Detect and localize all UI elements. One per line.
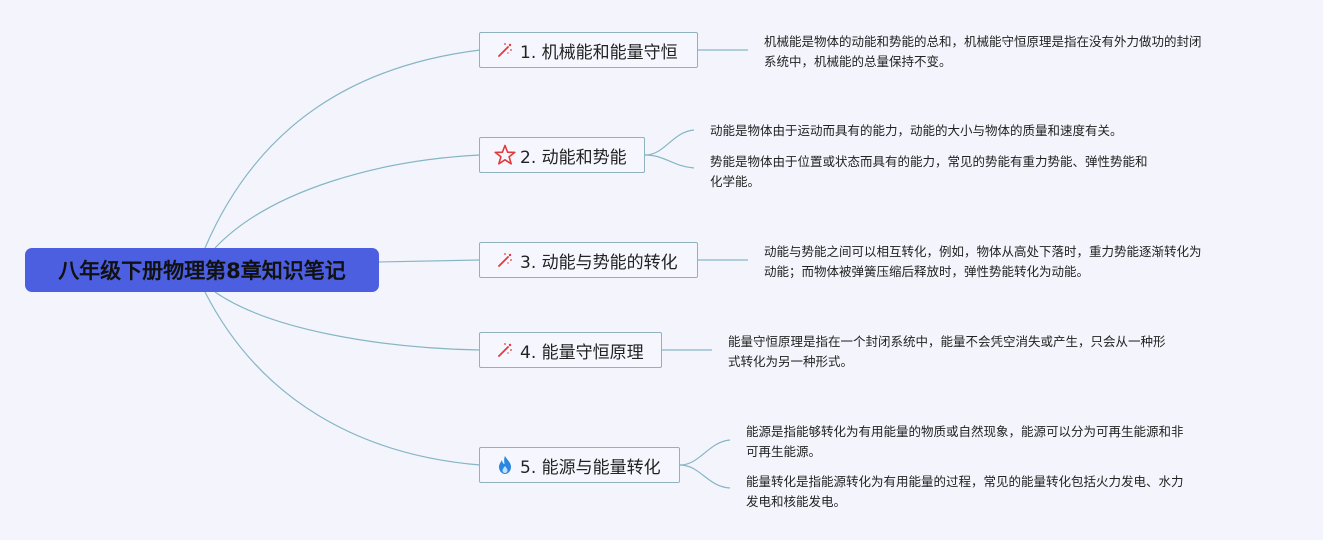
branch-line-1 xyxy=(204,49,481,249)
note-5b: 能量转化是指能源转化为有用能量的过程，常见的能量转化包括火力发电、水力 发电和核… xyxy=(746,472,1184,512)
topic-node-1[interactable]: 1. 机械能和能量守恒 xyxy=(479,32,698,68)
note-1: 机械能是物体的动能和势能的总和，机械能守恒原理是指在没有外力做功的封闭 系统中，… xyxy=(764,32,1202,72)
note-5b-line-1: 能量转化是指能源转化为有用能量的过程，常见的能量转化包括火力发电、水力 xyxy=(746,474,1184,489)
magic-sparkle-icon xyxy=(494,39,516,61)
note-2b: 势能是物体由于位置或状态而具有的能力，常见的势能有重力势能、弹性势能和 化学能。 xyxy=(710,152,1148,192)
note-5a: 能源是指能够转化为有用能量的物质或自然现象，能源可以分为可再生能源和非 可再生能… xyxy=(746,422,1184,462)
note-2a: 动能是物体由于运动而具有的能力，动能的大小与物体的质量和速度有关。 xyxy=(710,121,1123,141)
note-line-2b xyxy=(644,154,695,169)
note-3: 动能与势能之间可以相互转化，例如，物体从高处下落时，重力势能逐渐转化为 动能；而… xyxy=(764,242,1202,282)
topic-label-2: 2. 动能和势能 xyxy=(520,147,627,168)
topic-node-4[interactable]: 4. 能量守恒原理 xyxy=(479,332,662,368)
note-1-line-1: 机械能是物体的动能和势能的总和，机械能守恒原理是指在没有外力做功的封闭 xyxy=(764,34,1202,49)
note-4: 能量守恒原理是指在一个封闭系统中，能量不会凭空消失或产生，只会从一种形 式转化为… xyxy=(728,332,1166,372)
topic-node-3[interactable]: 3. 动能与势能的转化 xyxy=(479,242,698,278)
note-3-line-2: 动能；而物体被弹簧压缩后释放时，弹性势能转化为动能。 xyxy=(764,264,1090,279)
topic-node-5[interactable]: 5. 能源与能量转化 xyxy=(479,447,680,483)
branch-line-2 xyxy=(214,154,481,249)
topic-label-1: 1. 机械能和能量守恒 xyxy=(520,42,678,63)
branch-line-5 xyxy=(204,291,481,466)
note-2a-line-1: 动能是物体由于运动而具有的能力，动能的大小与物体的质量和速度有关。 xyxy=(710,123,1123,138)
star-icon xyxy=(494,144,516,166)
branch-line-3 xyxy=(378,259,481,263)
root-topic[interactable]: 八年级下册物理第8章知识笔记 xyxy=(25,248,379,292)
note-1-line-2: 系统中，机械能的总量保持不变。 xyxy=(764,54,952,69)
fire-icon xyxy=(494,454,516,476)
note-line-5b xyxy=(679,464,731,489)
note-5b-line-2: 发电和核能发电。 xyxy=(746,494,847,509)
note-2b-line-2: 化学能。 xyxy=(710,174,761,189)
topic-node-2[interactable]: 2. 动能和势能 xyxy=(479,137,645,173)
note-3-line-1: 动能与势能之间可以相互转化，例如，物体从高处下落时，重力势能逐渐转化为 xyxy=(764,244,1202,259)
magic-sparkle-icon xyxy=(494,339,516,361)
branch-line-4 xyxy=(214,291,481,351)
note-4-line-1: 能量守恒原理是指在一个封闭系统中，能量不会凭空消失或产生，只会从一种形 xyxy=(728,334,1166,349)
topic-label-4: 4. 能量守恒原理 xyxy=(520,342,644,363)
note-2b-line-1: 势能是物体由于位置或状态而具有的能力，常见的势能有重力势能、弹性势能和 xyxy=(710,154,1148,169)
note-4-line-2: 式转化为另一种形式。 xyxy=(728,354,854,369)
topic-label-3: 3. 动能与势能的转化 xyxy=(520,252,678,273)
note-5a-line-1: 能源是指能够转化为有用能量的物质或自然现象，能源可以分为可再生能源和非 xyxy=(746,424,1184,439)
magic-sparkle-icon xyxy=(494,249,516,271)
root-title: 八年级下册物理第8章知识笔记 xyxy=(58,259,346,283)
topic-label-5: 5. 能源与能量转化 xyxy=(520,457,661,478)
note-5a-line-2: 可再生能源。 xyxy=(746,444,822,459)
note-line-2a xyxy=(644,129,695,156)
note-line-5a xyxy=(679,439,731,466)
